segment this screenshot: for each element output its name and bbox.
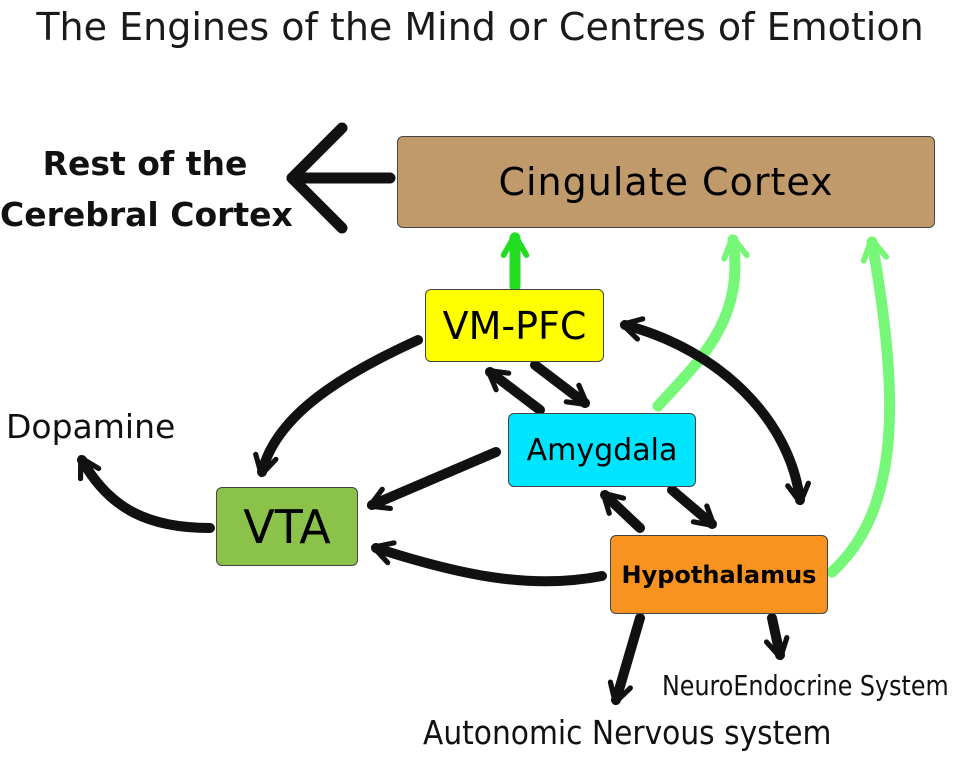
label-neuroendocrine-system: NeuroEndocrine System (662, 669, 949, 702)
arrow-amygdala-hypothalamus-b (667, 485, 717, 529)
arrow-vmpfc-amygdala-a (485, 367, 545, 415)
arrowhead-rest-cortex (286, 122, 348, 234)
arrow-amygdala-hypothalamus-a (600, 490, 645, 533)
arrow-hypothalamus-to-neuroendocrine (763, 613, 790, 661)
arrow-hypothalamus-to-cingulate (826, 236, 896, 578)
arrow-amygdala-to-vta (367, 447, 501, 512)
diagram-title: The Engines of the Mind or Centres of Em… (36, 5, 924, 49)
node-amygdala: Amygdala (508, 413, 696, 487)
arrow-hypothalamus-to-vta (370, 540, 607, 587)
arrow-vmpfc-amygdala-b (530, 360, 590, 408)
label-rest-line1: Rest of the (42, 144, 248, 183)
arrow-vta-to-dopamine (77, 455, 215, 533)
node-vm-pfc: VM-PFC (425, 289, 604, 362)
arrow-amygdala-to-cingulate (652, 234, 750, 412)
label-autonomic-nervous-system: Autonomic Nervous system (423, 713, 832, 752)
arrow-hypothalamus-to-autonomic (607, 613, 645, 706)
node-cingulate-cortex: Cingulate Cortex (397, 136, 935, 228)
arrow-vmpfc-hypothalamus (619, 316, 811, 506)
node-vta: VTA (216, 487, 358, 566)
arrow-vmpfc-to-vta (253, 335, 423, 478)
label-rest-of-cerebral-cortex: Rest of the Cerebral Cortex (0, 138, 293, 240)
label-rest-line2: Cerebral Cortex (0, 195, 293, 235)
node-hypothalamus: Hypothalamus (610, 535, 828, 614)
label-dopamine: Dopamine (6, 407, 176, 446)
